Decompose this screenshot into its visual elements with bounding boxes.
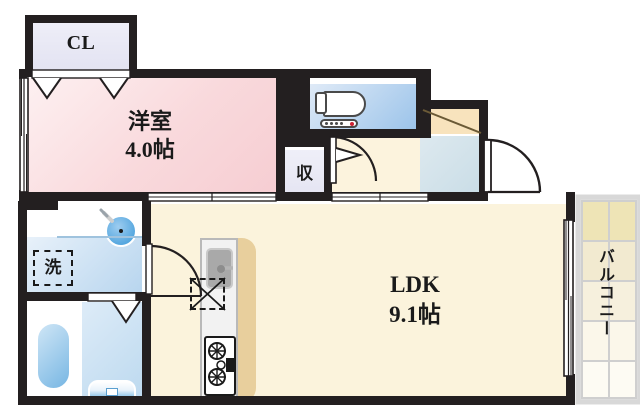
label-western-room-size: 4.0帖 [125, 137, 175, 162]
wall-toilet-top [285, 69, 431, 78]
wall-ldk-right-upper [566, 192, 575, 222]
bath-faucet-icon [106, 388, 118, 396]
wall-closet-bottom-left [25, 69, 33, 77]
kitchen-counter [236, 238, 256, 402]
wall-ldk-bottom [18, 396, 575, 405]
burner-rear-icon [208, 368, 226, 386]
wall-ldk-right-lower [566, 374, 575, 405]
wall-hall-bottom [285, 192, 488, 201]
wall-outer-left-upper [19, 69, 27, 79]
room-storage [281, 150, 328, 198]
wall-closet-right [129, 15, 137, 77]
wall-washroom-right-upper [142, 201, 151, 246]
wall-tub-partition [79, 302, 82, 396]
label-ldk: LDK [390, 272, 440, 297]
wall-outer-left-bath [18, 205, 27, 405]
wall-room-top [129, 69, 281, 78]
wall-storage-top [276, 138, 332, 147]
wall-genkan-top [420, 100, 488, 109]
wall-storage-left [276, 138, 285, 200]
wall-bath-divider [18, 292, 142, 301]
wall-closet-top [25, 15, 137, 23]
burner-front-icon [208, 342, 226, 360]
x-box-icon [190, 278, 225, 310]
wall-closet-left [25, 15, 33, 77]
wall-toilet-bottom [285, 129, 416, 138]
counter-edge-washroom [57, 236, 142, 238]
room-genkan [420, 136, 485, 198]
label-balcony: バルコニー [596, 248, 615, 338]
room-hall [331, 136, 428, 198]
wall-washroom-top [18, 201, 58, 210]
wall-toilet-left [285, 69, 310, 129]
room-closet [32, 22, 130, 70]
bathtub-icon [36, 322, 71, 390]
washer-icon [33, 250, 73, 286]
wall-genkan-right [479, 108, 488, 200]
wall-room-right [276, 69, 285, 200]
toilet-tank-icon [315, 92, 327, 114]
label-ldk-size: 9.1帖 [389, 302, 441, 327]
label-western-room: 洋室 [127, 109, 172, 134]
room-western [27, 78, 276, 197]
wall-ldk-top [142, 192, 292, 201]
shoe-cabinet [422, 108, 482, 134]
wall-storage-right [324, 143, 332, 199]
entrance-door [483, 138, 542, 194]
label-storage: 収 [296, 164, 313, 183]
wash-basin-icon [105, 215, 137, 247]
label-wash: 洗 [44, 258, 62, 277]
wall-genkan-top-left [416, 100, 424, 138]
toilet-icon [323, 91, 366, 117]
wall-washroom-right-lower [142, 292, 151, 404]
toilet-control-panel-icon [320, 119, 358, 128]
label-closet: CL [66, 32, 96, 54]
